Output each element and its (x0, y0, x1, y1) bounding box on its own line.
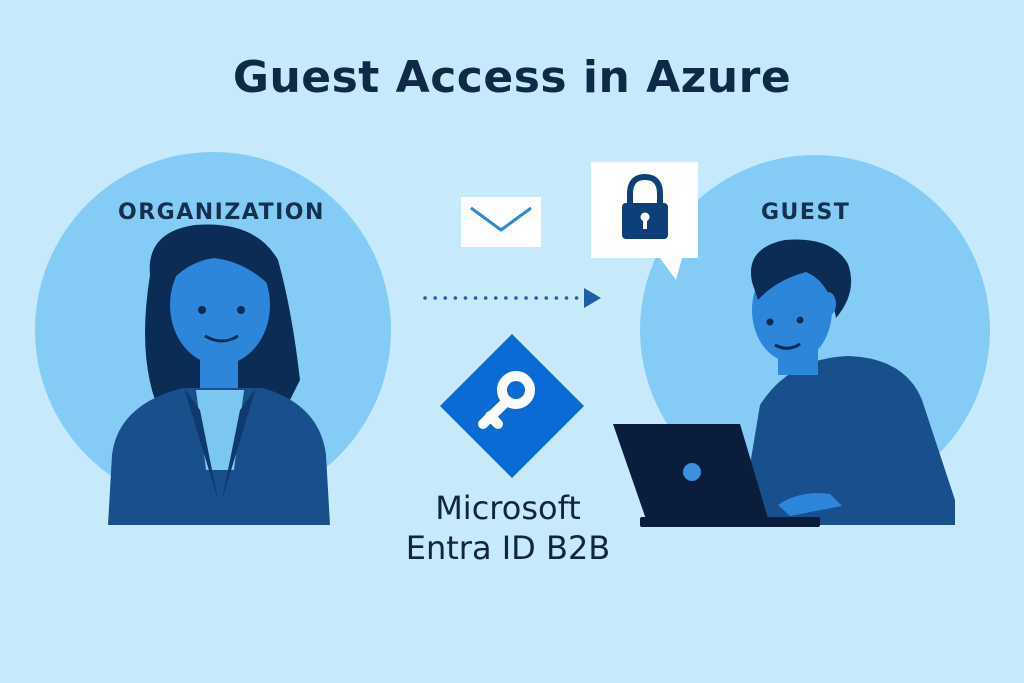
organization-person (108, 224, 330, 525)
product-name: Microsoft Entra ID B2B (388, 488, 628, 568)
lock-icon (622, 173, 668, 239)
access-flow-arrow (423, 288, 601, 308)
product-name-line1: Microsoft (435, 489, 581, 527)
laptop-icon (613, 424, 820, 527)
product-name-line2: Entra ID B2B (405, 529, 611, 567)
diagram-title: Guest Access in Azure (232, 52, 792, 103)
guest-label: GUEST (761, 200, 851, 225)
guest-hand (778, 493, 842, 516)
envelope-icon (461, 197, 541, 247)
lock-bubble (591, 162, 698, 280)
guest-person (740, 239, 955, 525)
organization-label: ORGANIZATION (118, 200, 325, 225)
key-icon (440, 334, 584, 478)
